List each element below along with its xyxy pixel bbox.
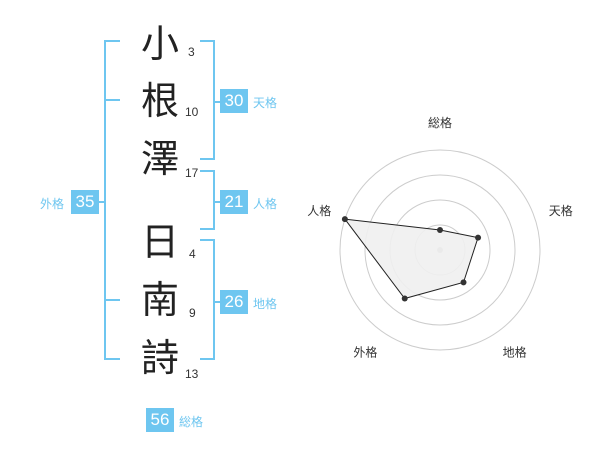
radar-point [341,216,348,223]
radar-point [475,234,482,241]
gaikaku-label: 外格 [40,197,65,211]
tenkaku-value: 30 [220,89,248,113]
soukaku-value: 56 [146,408,174,432]
chikaku-value: 26 [220,290,248,314]
radar-axis-label: 地格 [503,345,527,360]
name-char-6: 詩 [140,336,179,380]
radar-point [401,295,408,302]
jinkaku-value: 21 [220,190,248,214]
name-char-4: 日 [140,220,179,264]
radar-area [343,218,479,300]
gaikaku-value: 35 [71,190,99,214]
stroke-count-3: 17 [185,166,199,180]
name-char-5: 南 [140,278,179,322]
radar-point [437,227,443,233]
stroke-count-6: 13 [185,367,199,381]
tenkaku-label: 天格 [253,96,278,110]
chikaku-label: 地格 [253,297,278,311]
name-char-3: 澤 [140,137,179,181]
radar-ring [339,149,541,351]
radar-points [341,216,482,302]
radar-axis-label: 総格 [428,115,452,130]
radar-point [460,279,467,286]
name-char-2: 根 [140,79,179,123]
soukaku-label: 総格 [179,415,204,429]
radar-axis-label: 人格 [307,203,331,218]
stroke-count-1: 3 [188,45,195,59]
name-char-1: 小 [140,22,179,66]
jinkaku-label: 人格 [253,197,278,211]
radar-axis-label: 外格 [353,345,377,360]
stroke-count-4: 4 [189,247,196,261]
radar-axis-label: 天格 [549,203,573,218]
stroke-count-5: 9 [189,306,196,320]
stroke-count-2: 10 [185,105,199,119]
radar-ring [364,174,516,326]
